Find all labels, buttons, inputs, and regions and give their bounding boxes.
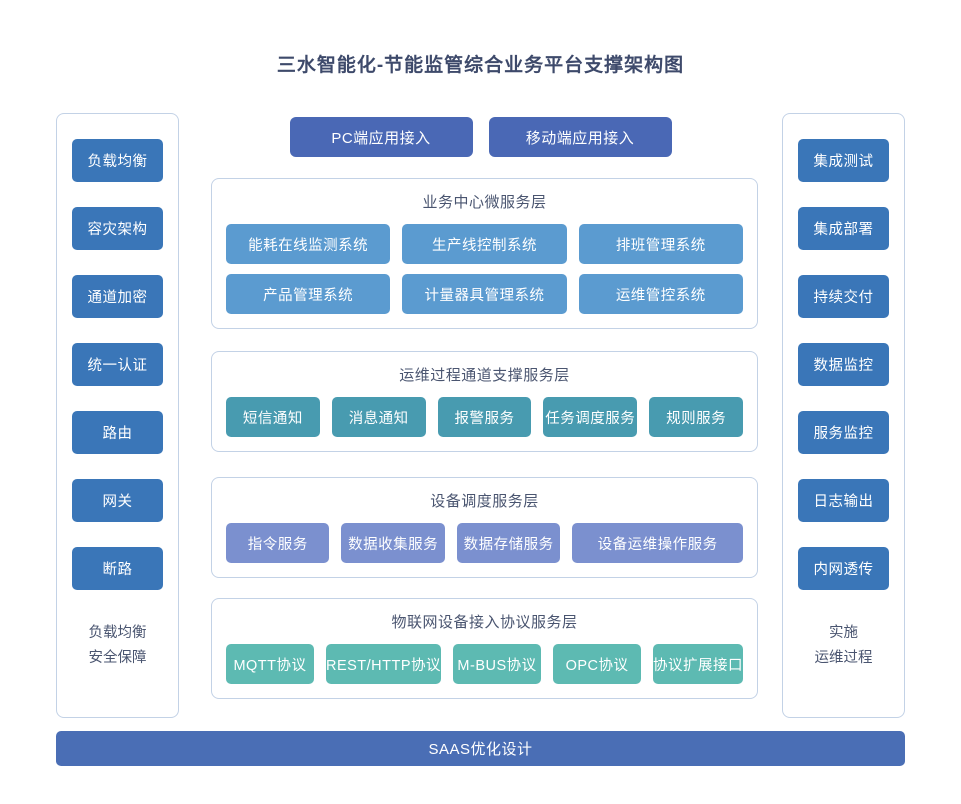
layer-title-device: 设备调度服务层 [430, 493, 539, 510]
left-panel-item-6[interactable]: 断路 [72, 547, 163, 590]
chip-rule-service[interactable]: 规则服务 [649, 397, 743, 437]
left-panel-item-5[interactable]: 网关 [72, 479, 163, 522]
chip-data-collection-service[interactable]: 数据收集服务 [341, 523, 445, 563]
chip-product-management[interactable]: 产品管理系统 [226, 274, 391, 314]
page-title: 三水智能化-节能监管综合业务平台支撑架构图 [276, 55, 685, 76]
layer-row-support-1: 短信通知 消息通知 报警服务 任务调度服务 规则服务 [226, 397, 743, 437]
chip-message-notification[interactable]: 消息通知 [331, 397, 426, 437]
access-button-mobile[interactable]: 移动端应用接入 [488, 117, 672, 157]
access-button-pc[interactable]: PC端应用接入 [289, 117, 473, 157]
left-panel-footer: 负载均衡 安全保障 [89, 621, 147, 671]
chip-rest-http-protocol[interactable]: REST/HTTP协议 [325, 644, 442, 684]
right-panel-item-5[interactable]: 日志输出 [798, 479, 889, 522]
right-panel-footer: 实施 运维过程 [815, 621, 873, 671]
diagram-frame: 负载均衡 容灾架构 通道加密 统一认证 路由 网关 断路 负载均衡 安全保障 集… [56, 113, 905, 718]
left-panel-item-3[interactable]: 统一认证 [72, 343, 163, 386]
layer-row-business-2: 产品管理系统 计量器具管理系统 运维管控系统 [226, 274, 743, 314]
right-panel-footer-line-2: 运维过程 [814, 650, 873, 666]
saas-optimization-bar: SAAS优化设计 [56, 731, 905, 766]
chip-data-storage-service[interactable]: 数据存储服务 [456, 523, 561, 563]
left-panel-item-2[interactable]: 通道加密 [72, 275, 163, 318]
chip-device-ops-operation-service[interactable]: 设备运维操作服务 [572, 523, 743, 563]
right-devops-panel: 集成测试 集成部署 持续交付 数据监控 服务监控 日志输出 内网透传 实施 运维… [782, 113, 905, 718]
layer-title-support: 运维过程通道支撑服务层 [399, 367, 570, 384]
left-panel-footer-line-1: 负载均衡 [88, 625, 147, 641]
left-panel-item-1[interactable]: 容灾架构 [72, 207, 163, 250]
application-access-row: PC端应用接入 移动端应用接入 [190, 117, 771, 157]
left-capability-panel: 负载均衡 容灾架构 通道加密 统一认证 路由 网关 断路 负载均衡 安全保障 [56, 113, 179, 718]
right-panel-item-1[interactable]: 集成部署 [798, 207, 889, 250]
chip-sms-notification[interactable]: 短信通知 [226, 397, 320, 437]
layer-ops-channel-support: 运维过程通道支撑服务层 短信通知 消息通知 报警服务 任务调度服务 规则服务 [211, 351, 758, 452]
right-panel-item-6[interactable]: 内网透传 [798, 547, 889, 590]
chip-mqtt-protocol[interactable]: MQTT协议 [226, 644, 314, 684]
chip-opc-protocol[interactable]: OPC协议 [553, 644, 642, 684]
right-panel-footer-line-1: 实施 [829, 625, 858, 641]
right-panel-item-4[interactable]: 服务监控 [798, 411, 889, 454]
left-panel-item-0[interactable]: 负载均衡 [72, 139, 163, 182]
chip-mbus-protocol[interactable]: M-BUS协议 [453, 644, 542, 684]
chip-task-scheduling-service[interactable]: 任务调度服务 [543, 397, 638, 437]
chip-production-line-control[interactable]: 生产线控制系统 [402, 224, 567, 264]
chip-shift-management[interactable]: 排班管理系统 [578, 224, 743, 264]
right-panel-item-2[interactable]: 持续交付 [798, 275, 889, 318]
chip-energy-monitoring[interactable]: 能耗在线监测系统 [226, 224, 391, 264]
layer-iot-protocol-access: 物联网设备接入协议服务层 MQTT协议 REST/HTTP协议 M-BUS协议 … [211, 598, 758, 699]
left-panel-footer-line-2: 安全保障 [88, 650, 147, 666]
center-column: PC端应用接入 移动端应用接入 业务中心微服务层 能耗在线监测系统 生产线控制系… [190, 113, 771, 718]
chip-alarm-service[interactable]: 报警服务 [437, 397, 532, 437]
layer-device-scheduling: 设备调度服务层 指令服务 数据收集服务 数据存储服务 设备运维操作服务 [211, 477, 758, 578]
layer-title-iot: 物联网设备接入协议服务层 [391, 614, 578, 631]
chip-ops-control[interactable]: 运维管控系统 [578, 274, 743, 314]
layer-title-business: 业务中心微服务层 [422, 194, 547, 211]
layer-business-microservice: 业务中心微服务层 能耗在线监测系统 生产线控制系统 排班管理系统 产品管理系统 … [211, 178, 758, 329]
layer-row-iot-1: MQTT协议 REST/HTTP协议 M-BUS协议 OPC协议 协议扩展接口 [226, 644, 744, 684]
layer-row-device-1: 指令服务 数据收集服务 数据存储服务 设备运维操作服务 [226, 523, 743, 563]
chip-metering-device-management[interactable]: 计量器具管理系统 [402, 274, 567, 314]
left-panel-item-4[interactable]: 路由 [72, 411, 163, 454]
layer-row-business-1: 能耗在线监测系统 生产线控制系统 排班管理系统 [226, 224, 743, 264]
right-panel-item-0[interactable]: 集成测试 [798, 139, 889, 182]
chip-protocol-extension-interface[interactable]: 协议扩展接口 [653, 644, 744, 684]
right-panel-item-3[interactable]: 数据监控 [798, 343, 889, 386]
chip-command-service[interactable]: 指令服务 [226, 523, 330, 563]
